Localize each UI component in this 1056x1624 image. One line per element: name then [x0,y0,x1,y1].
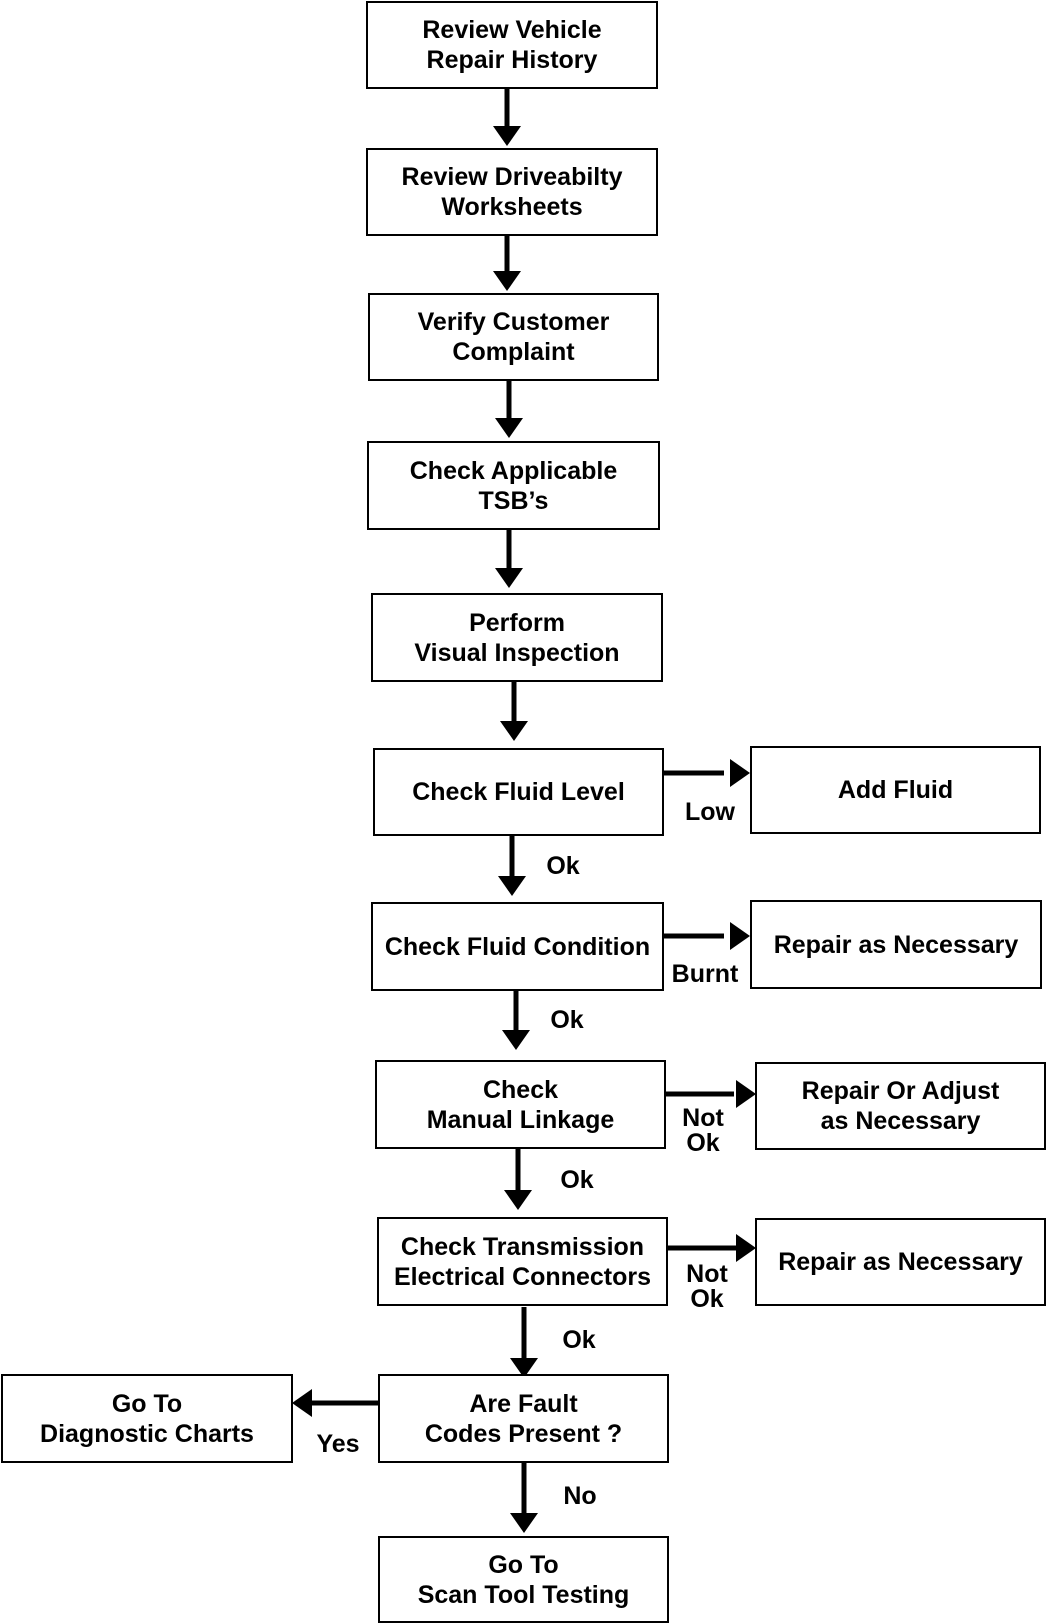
arrowhead-8 [730,922,750,950]
edge-label-burnt: Burnt [671,960,739,988]
edge-label-ok: Ok [560,1166,594,1194]
step-check-manual-linkage: Check Manual Linkage [375,1060,666,1149]
action-add-fluid: Add Fluid [750,746,1041,834]
edge-label-ok: Ok [550,1006,584,1034]
action-label: Repair Or Adjust as Necessary [801,1077,1000,1135]
step-check-transmission-connectors: Check Transmission Electrical Connectors [377,1217,668,1306]
step-label: Go To Scan Tool Testing [417,1550,630,1609]
action-label: Go To Diagnostic Charts [40,1389,254,1448]
edge-label-not-ok: Not Ok [686,1260,728,1313]
step-label: Check Transmission Electrical Connectors [393,1232,652,1291]
step-label: Verify Customer Complaint [417,308,610,366]
action-repair-as-necessary-burnt: Repair as Necessary [750,900,1042,989]
arrowhead-13 [510,1358,538,1378]
arrowhead-3 [495,418,523,438]
arrowhead-12 [736,1234,756,1262]
edge-label-low: Low [685,798,735,826]
step-check-fluid-level: Check Fluid Level [373,748,664,836]
arrowhead-1 [493,126,521,146]
step-review-driveability-worksheets: Review Driveabilty Worksheets [366,148,658,236]
step-review-repair-history: Review Vehicle Repair History [366,1,658,89]
arrowhead-14 [292,1389,312,1417]
edge-label-not-ok: Not Ok [682,1104,724,1157]
decision-fault-codes-present: Are Fault Codes Present ? [378,1374,669,1463]
edge-label-no: No [563,1482,597,1510]
action-label: Repair as Necessary [773,930,1019,959]
action-repair-or-adjust: Repair Or Adjust as Necessary [755,1062,1046,1150]
step-go-to-scan-tool-testing: Go To Scan Tool Testing [378,1536,669,1623]
step-label: Check Applicable TSB’s [409,456,618,515]
arrowhead-9 [502,1030,530,1050]
arrowhead-6 [730,759,750,787]
step-perform-visual-inspection: Perform Visual Inspection [371,593,663,682]
action-label: Add Fluid [837,776,954,804]
step-check-fluid-condition: Check Fluid Condition [371,902,664,991]
edge-label-yes: Yes [316,1430,360,1458]
step-check-applicable-tsbs: Check Applicable TSB’s [367,441,660,530]
step-label: Check Fluid Level [412,778,625,806]
arrowhead-15 [510,1513,538,1533]
step-label: Are Fault Codes Present ? [424,1389,623,1448]
step-label: Check Fluid Condition [384,932,651,961]
arrowhead-5 [500,721,528,741]
arrowhead-7 [498,876,526,896]
arrowhead-10 [736,1080,756,1108]
edge-label-ok: Ok [562,1326,596,1354]
action-repair-as-necessary-connectors: Repair as Necessary [755,1218,1046,1306]
arrowhead-11 [504,1190,532,1210]
action-go-to-diagnostic-charts: Go To Diagnostic Charts [1,1374,293,1463]
step-label: Review Driveabilty Worksheets [401,163,623,221]
arrowhead-4 [495,568,523,588]
step-label: Perform Visual Inspection [414,608,620,667]
step-verify-customer-complaint: Verify Customer Complaint [368,293,659,381]
edge-label-ok: Ok [546,852,580,880]
action-label: Repair as Necessary [778,1248,1023,1276]
step-label: Review Vehicle Repair History [422,16,602,74]
arrowhead-2 [493,271,521,291]
step-label: Check Manual Linkage [426,1075,615,1134]
